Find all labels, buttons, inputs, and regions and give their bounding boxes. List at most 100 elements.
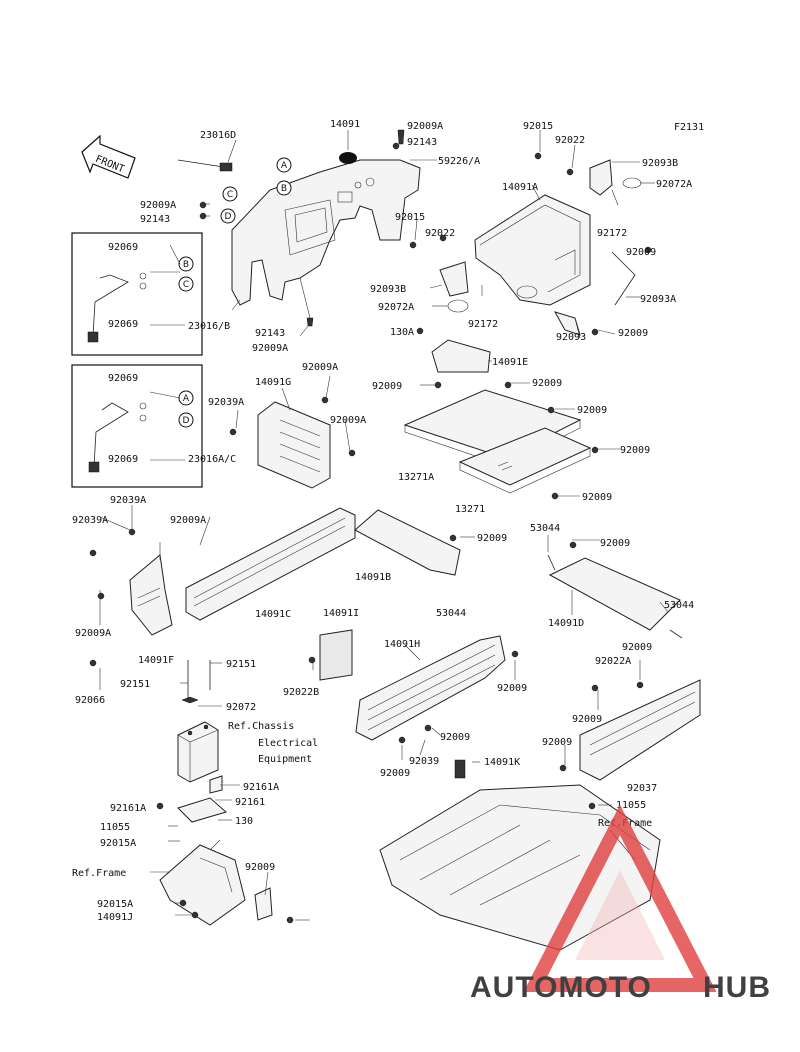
rail-14091b xyxy=(354,509,461,576)
plate-14091d xyxy=(548,557,681,631)
rail-14091k xyxy=(579,679,701,781)
plate-13271 xyxy=(458,427,592,494)
plate-14091e xyxy=(431,339,491,373)
part-number-label: 92009 xyxy=(620,445,650,456)
battery xyxy=(177,721,219,783)
callout-letter: A xyxy=(183,394,190,404)
part-number-label: 92172 xyxy=(597,228,627,239)
part-number-label: 14091C xyxy=(255,609,291,620)
part-number-label: 92009 xyxy=(577,405,607,416)
part-number-label: 92009A xyxy=(330,415,366,426)
part-number-label: 92022 xyxy=(425,228,455,239)
part-number-label: 92009 xyxy=(622,642,652,653)
part-number-label: 92039A xyxy=(208,397,244,408)
part-number-label: 92161 xyxy=(235,797,265,808)
part-number-label: 92009 xyxy=(380,768,410,779)
part-number-label: 92072A xyxy=(656,179,692,190)
part-number-label: 92039A xyxy=(110,495,146,506)
part-number-label: 92022A xyxy=(595,656,631,667)
tray-14091a xyxy=(474,194,591,306)
reference-note: Ref.Chassis xyxy=(228,721,294,732)
part-number-label: 92093B xyxy=(370,284,406,295)
part-number-label: 92009A xyxy=(302,362,338,373)
part-number-label: 92009A xyxy=(252,343,288,354)
part-number-label: 92069 xyxy=(108,454,138,465)
part-number-label: 92009 xyxy=(532,378,562,389)
callout-d-top: D xyxy=(220,208,236,224)
flap-14091i xyxy=(319,629,353,681)
callout-a-box2: A xyxy=(178,390,194,406)
part-number-label: 92161A xyxy=(243,782,279,793)
part-number-label: 92015A xyxy=(100,838,136,849)
part-number-label: 92009 xyxy=(618,328,648,339)
diagram-code: F2131 xyxy=(674,122,704,133)
part-number-label: 92009A xyxy=(170,515,206,526)
callout-c-box1: C xyxy=(178,276,194,292)
part-number-label: 14091F xyxy=(138,655,174,666)
watermark-logo: AUTOMOTO HUB xyxy=(470,804,771,1004)
bracket-14091j xyxy=(254,887,273,921)
rail-14091h xyxy=(355,635,506,741)
part-number-label: 92069 xyxy=(108,242,138,253)
callout-a-top: A xyxy=(276,157,292,173)
clip-92066 xyxy=(454,759,466,779)
part-number-label: 92143 xyxy=(407,137,437,148)
part-number-label: 23016D xyxy=(200,130,236,141)
callout-b-box1: B xyxy=(178,256,194,272)
front-cowl-assembly xyxy=(231,159,421,327)
part-number-label: 13271 xyxy=(455,504,485,515)
part-number-label: 92009 xyxy=(372,381,402,392)
callout-letter: D xyxy=(183,416,190,426)
part-number-label: 92069 xyxy=(108,319,138,330)
warning-triangle-icon xyxy=(523,804,717,992)
reference-note: Ref.Frame xyxy=(72,868,126,879)
part-number-label: 23016A/C xyxy=(188,454,236,465)
bracket-92093b-mid xyxy=(439,261,469,313)
plate-92161 xyxy=(177,797,228,823)
part-number-label: 92009A xyxy=(140,200,176,211)
reference-note: Equipment xyxy=(258,754,312,765)
part-number-label: 92022 xyxy=(555,135,585,146)
watermark-brand-left: AUTOMOTO xyxy=(470,971,652,1004)
part-number-label: 59226/A xyxy=(438,156,480,167)
part-number-label: 92093B xyxy=(642,158,678,169)
bracket-14091f xyxy=(129,554,173,636)
part-number-label: 92072 xyxy=(226,702,256,713)
callout-letter: A xyxy=(281,161,288,171)
part-number-label: 92161A xyxy=(110,803,146,814)
part-number-label: 53044 xyxy=(664,600,694,611)
part-number-label: 92009 xyxy=(477,533,507,544)
part-number-label: 130A xyxy=(390,327,414,338)
part-number-label: 14091 xyxy=(330,119,360,130)
part-number-label: 53044 xyxy=(530,523,560,534)
part-number-label: 92009 xyxy=(582,492,612,503)
part-number-label: 92015 xyxy=(523,121,553,132)
inset-box-23016ac xyxy=(71,364,203,488)
callout-letter: C xyxy=(183,280,189,290)
part-number-label: 23016/B xyxy=(188,321,230,332)
part-number-label: 92009A xyxy=(75,628,111,639)
inset-box-23016b xyxy=(71,232,203,356)
bracket-92093 xyxy=(553,311,581,336)
cable-23016ac xyxy=(88,402,147,473)
part-number-label: 92009 xyxy=(497,683,527,694)
part-number-label: 92072A xyxy=(378,302,414,313)
part-number-label: 92009 xyxy=(600,538,630,549)
part-number-label: 14091G xyxy=(255,377,291,388)
rods-92151 xyxy=(187,660,211,700)
part-number-label: 13271A xyxy=(398,472,434,483)
part-number-label: 14091K xyxy=(484,757,520,768)
part-labels: 23016D 14091 92009A 92143 59226/A 92015 … xyxy=(72,119,694,923)
watermark-brand-right: HUB xyxy=(703,971,771,1004)
part-number-label: 92015A xyxy=(97,899,133,910)
part-number-label: 14091A xyxy=(502,182,538,193)
bracket-92093b-top xyxy=(589,159,642,196)
long-rail-14091c xyxy=(185,507,356,621)
panel-14091g xyxy=(257,401,331,489)
part-number-label: 92009 xyxy=(626,247,656,258)
part-number-label: 92143 xyxy=(140,214,170,225)
part-number-label: 92009 xyxy=(572,714,602,725)
strap-92072 xyxy=(181,696,199,704)
